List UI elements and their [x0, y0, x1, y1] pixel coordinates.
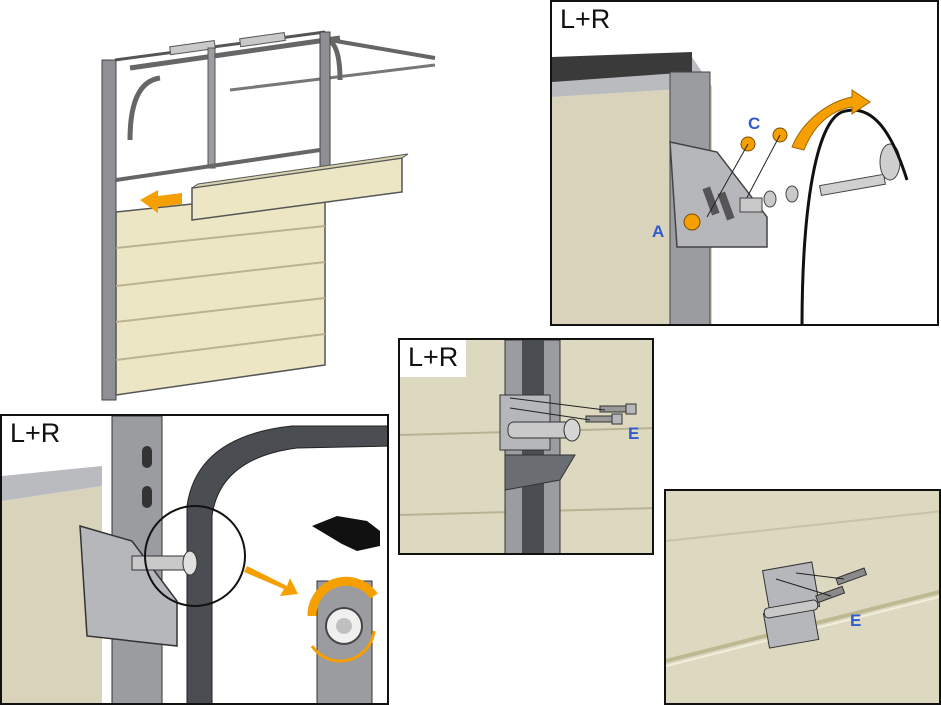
curved-track: [186, 425, 387, 703]
frame-center-post: [207, 47, 216, 169]
detail-magnifier-circle: [144, 505, 246, 607]
post-slot: [142, 486, 152, 508]
assembly-guide-line: [509, 397, 606, 411]
door-panels-installed: [115, 189, 326, 396]
panel-tag: L+R: [400, 340, 467, 377]
rotate-check-arrow-outline-icon: [310, 630, 376, 663]
bolt-e-1: [815, 585, 846, 604]
callout-e: E: [850, 611, 862, 630]
door-panel-inserting-top: [191, 153, 409, 189]
insert-direction-arrow-icon: [140, 190, 182, 213]
post-slot: [142, 446, 152, 468]
hinge-knuckle: [763, 599, 819, 619]
track-mount: [504, 454, 576, 491]
callout-e: E: [628, 424, 640, 443]
bolt-e-2-head: [611, 413, 623, 425]
washer: [785, 185, 799, 203]
cross-bar: [115, 148, 321, 182]
detail-pointer-arrow-icon: [244, 566, 298, 596]
washer: [763, 190, 777, 208]
panel-center-hinge: E: [664, 489, 941, 705]
bracket-slot: [702, 186, 720, 216]
panel-seam: [666, 510, 939, 542]
assembly-guide-line: [509, 407, 591, 421]
callout-c: C: [748, 114, 761, 133]
center-hinge-illustration: [666, 491, 939, 703]
frame-left-post: [101, 59, 117, 401]
panel-tag: L+R: [2, 416, 69, 453]
panel-tag: L+R: [552, 2, 619, 39]
roller-wheel: [182, 550, 198, 576]
bracket-slot: [717, 191, 735, 221]
panel-seam: [115, 225, 326, 249]
bolt-e-2: [585, 415, 613, 423]
overhead-track-left: [129, 35, 341, 71]
callout-a: A: [652, 222, 665, 241]
door-top-rail: [2, 466, 102, 501]
door-overview-illustration: [101, 30, 436, 401]
panel-track-hinge: L+R E: [398, 338, 654, 555]
assembly-guide-line: [795, 572, 845, 580]
bolt-e-1-head: [625, 403, 637, 415]
panel-seam: [115, 333, 326, 361]
bolt-e-1: [599, 405, 627, 413]
torsion-spring-right: [239, 31, 286, 48]
lift-cable: [800, 108, 909, 324]
hand-icon: [312, 516, 380, 551]
detail-roller-hub: [336, 618, 352, 634]
bolt-e-2: [835, 567, 868, 586]
rotate-cable-arrow-icon: [791, 89, 871, 151]
panel-bracket-roller: L+R C A: [550, 0, 939, 326]
rotate-check-arrow-icon: [307, 576, 378, 617]
spring-shaft: [114, 30, 326, 62]
bracket-nut-a: [683, 213, 701, 231]
overhead-track-right: [329, 38, 436, 60]
roller-shaft: [819, 173, 886, 197]
panel-seam: [115, 297, 326, 323]
track-curve-left: [127, 75, 161, 141]
roller-spacer: [739, 197, 763, 213]
hinge-roller: [563, 418, 581, 442]
overhead-track-bar: [229, 63, 436, 92]
bracket-roller-illustration: [552, 2, 937, 324]
torsion-spring-left: [169, 39, 216, 56]
assembly-guide-line: [706, 143, 749, 218]
panel-roller-check: L+R: [0, 414, 389, 705]
roller-check-illustration: [2, 416, 387, 703]
assembly-guide-line: [775, 578, 832, 597]
door-seal: [552, 52, 692, 82]
panel-seam: [115, 261, 326, 287]
roller-bracket: [79, 524, 178, 647]
door-section: [2, 486, 102, 703]
assembly-guide-line: [741, 134, 781, 208]
